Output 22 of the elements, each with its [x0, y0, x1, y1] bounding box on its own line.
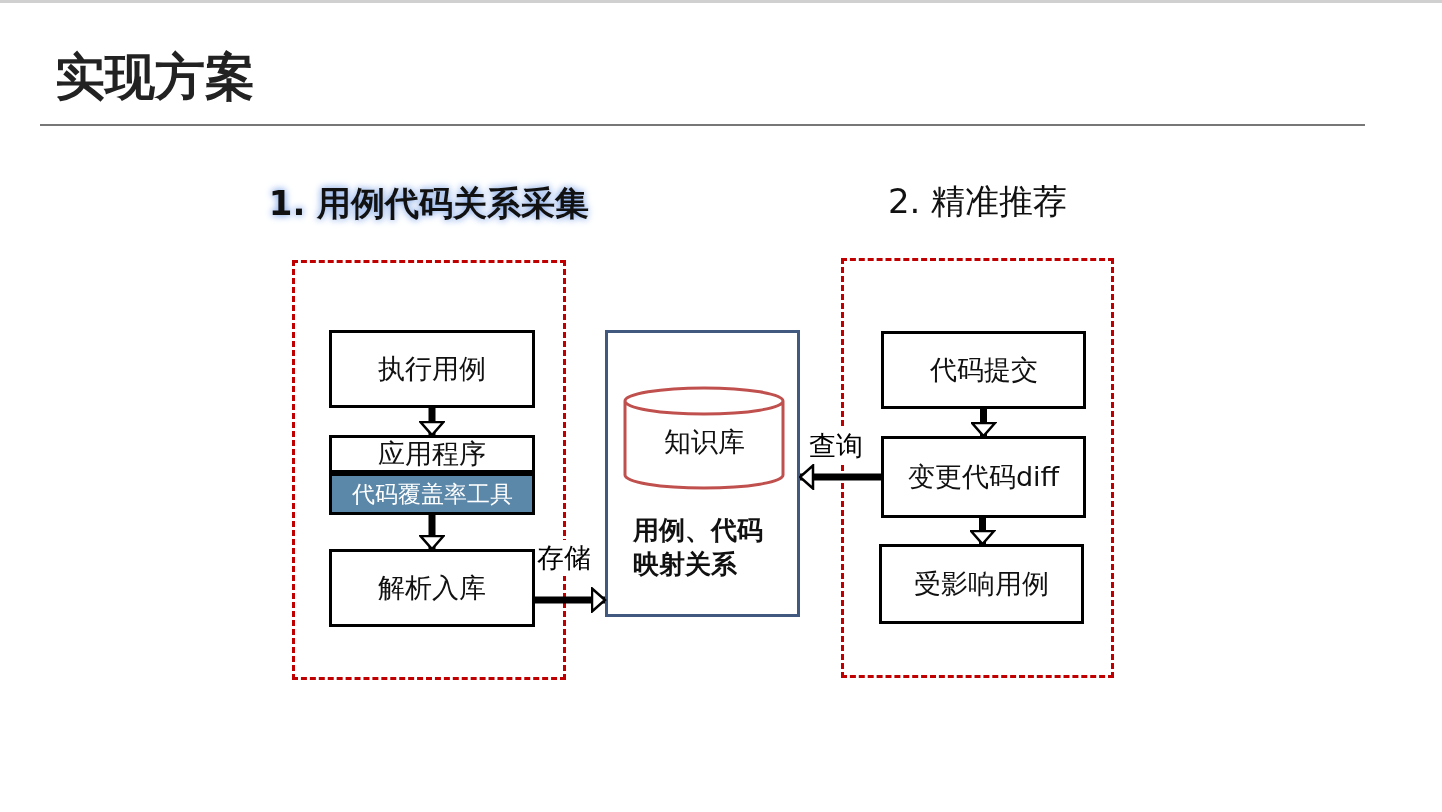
block-arrow — [535, 587, 607, 613]
slide-title: 实现方案 — [55, 47, 255, 108]
process-box: 执行用例 — [329, 330, 535, 408]
edge-label: 存储 — [537, 540, 591, 576]
panel-caption: 用例、代码映射关系 — [633, 514, 764, 581]
cylinder-label: 知识库 — [663, 425, 745, 459]
database-cylinder — [623, 388, 785, 488]
section-heading: 1. 用例代码关系采集 — [268, 182, 590, 225]
tool-bar: 代码覆盖率工具 — [329, 473, 535, 515]
process-box: 代码提交 — [881, 331, 1086, 409]
block-arrow — [419, 408, 445, 437]
process-box: 应用程序 — [329, 435, 535, 473]
block-arrow — [970, 409, 997, 438]
storage-panel — [605, 330, 800, 617]
section-heading: 2. 精准推荐 — [887, 180, 1068, 223]
edge-label: 查询 — [809, 428, 863, 464]
process-box: 解析入库 — [329, 549, 535, 627]
process-box: 受影响用例 — [879, 544, 1084, 624]
block-arrow — [798, 464, 881, 490]
block-arrow — [969, 518, 996, 546]
process-box: 变更代码diff — [881, 436, 1086, 518]
block-arrow — [419, 515, 445, 551]
